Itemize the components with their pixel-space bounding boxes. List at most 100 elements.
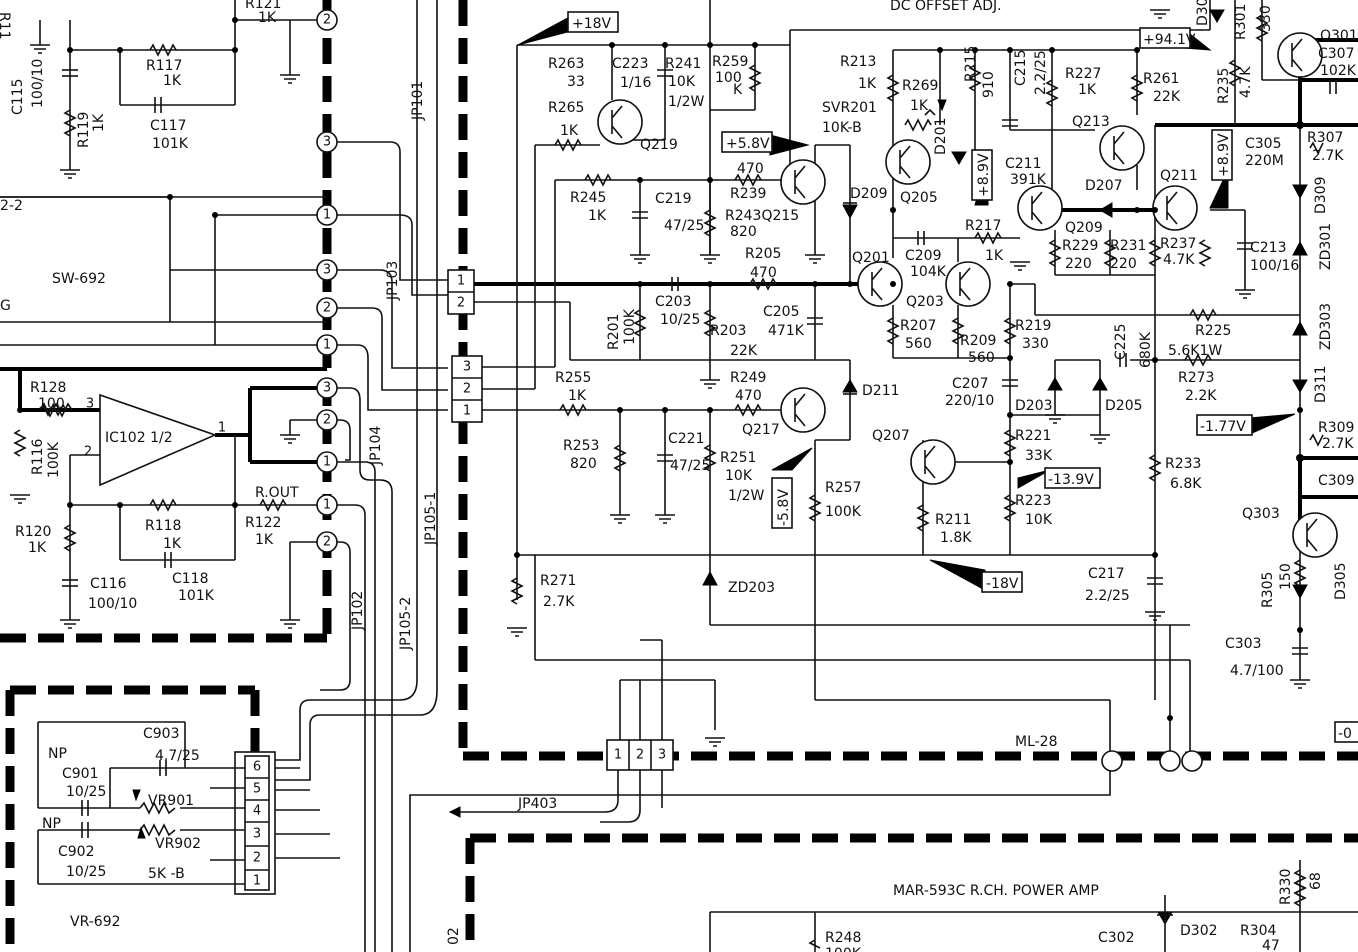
r271v-label: 2.7K (543, 594, 575, 610)
right-components (507, 9, 1358, 952)
zd203-zener (702, 570, 718, 586)
r304-label: R304 (1240, 923, 1277, 939)
r253-label: R253 (563, 438, 599, 454)
c303v-label: 4.7/100 (1230, 663, 1284, 679)
c305v-label: 220M (1245, 153, 1284, 169)
q207-label: Q207 (872, 428, 910, 444)
ml-board-label: ML-28 (1015, 734, 1058, 750)
c209v-label: 104K (910, 264, 947, 280)
net-g: G (0, 298, 11, 314)
r248v-label: 100K (825, 946, 862, 952)
r203-label: R203 (710, 323, 746, 339)
jp105-2-label: JP105-2 (398, 597, 414, 651)
d311-diode (1292, 379, 1308, 393)
q205-transistor (885, 139, 931, 185)
c902v-label: 10/25 (66, 864, 106, 880)
zd303-label: ZD303 (1318, 303, 1334, 350)
r227v-label: 1K (1078, 82, 1097, 98)
jp321-pin-0: 3 (463, 360, 471, 375)
r249-label: R249 (730, 370, 766, 386)
r213-label: R213 (840, 54, 876, 70)
r211v-label: 1.8K (940, 530, 972, 546)
q217-label: Q217 (742, 422, 780, 438)
r211-label: R211 (935, 512, 971, 528)
q303-label: Q303 (1242, 506, 1280, 522)
jp103-label: JP103 (385, 261, 401, 301)
r304v-label: 47 (1262, 938, 1280, 952)
svg-text:-0: -0 (1338, 726, 1352, 742)
d305-label: D305 (1333, 562, 1349, 600)
c305-label: C305 (1245, 136, 1282, 152)
q203-label: Q203 (906, 294, 944, 310)
sw-pin-1: 3 (323, 135, 331, 150)
r235-label: R235 (1216, 68, 1232, 104)
d203-diode (1047, 377, 1063, 391)
svg-text:+94.1V: +94.1V (1143, 32, 1196, 48)
r257-label: R257 (825, 480, 861, 496)
vr-pin-2: 4 (253, 804, 261, 819)
voltage-minus139: -13.9V (1044, 467, 1101, 489)
voltage-plus89b: +8.9V (1211, 129, 1233, 181)
r241-label: R241 (665, 56, 701, 72)
r255v-label: 1K (568, 388, 587, 404)
svg-text:+18V: +18V (572, 16, 612, 32)
left-wires (0, 0, 448, 952)
sw-pin-8: 1 (323, 455, 331, 470)
c211v-label: 391K (1010, 172, 1047, 188)
c115-label: C115 (10, 79, 26, 116)
r219-label: R219 (1015, 318, 1051, 334)
r249v-label: 470 (735, 388, 762, 404)
voltage-plus94: +94.1V (1139, 27, 1196, 49)
left-components (10, 17, 300, 629)
vr-board-label: VR-692 (70, 914, 121, 930)
flag-minus177 (1249, 413, 1296, 435)
r221v-label: 33K (1025, 448, 1053, 464)
c225-label: C225 (1113, 324, 1129, 361)
jp403-label: JP403 (517, 796, 557, 812)
left02-label: 02 (446, 927, 462, 945)
net-rout: R.OUT (255, 485, 299, 501)
q209-label: Q209 (1065, 220, 1103, 236)
r251v-label: 10K (725, 468, 753, 484)
svg-text:-18V: -18V (986, 576, 1019, 592)
r253v-label: 820 (570, 456, 597, 472)
jp101-label: JP101 (410, 81, 426, 121)
r122v-label: 1K (255, 532, 274, 548)
c217-label: C217 (1088, 566, 1125, 582)
c209-label: C209 (905, 248, 942, 264)
jp104-label: JP104 (368, 426, 384, 466)
jp321-pin-2: 1 (463, 404, 471, 419)
r243-label: R243Q215 (725, 208, 799, 224)
sw-pin-2: 1 (323, 208, 331, 223)
r330-label: R330 (1278, 869, 1294, 905)
vr902-label: VR902 (155, 836, 201, 852)
c213-label: C213 (1250, 240, 1287, 256)
sw-pin-9: 1 (323, 498, 331, 513)
c903v-label: 4.7/25 (155, 748, 200, 764)
net-2-2: 2-2 (0, 198, 23, 214)
r213v-label: 1K (858, 76, 877, 92)
np2-label: NP (42, 816, 61, 832)
r227-label: R227 (1065, 66, 1101, 82)
r122-label: R122 (245, 515, 281, 531)
r209v-label: 560 (968, 350, 995, 366)
q211-label: Q211 (1160, 168, 1198, 184)
voltage-plus5-8: +5.8V (721, 131, 773, 153)
r265-label: R265 (548, 100, 584, 116)
c116-label: C116 (90, 576, 127, 592)
q213-transistor (1099, 125, 1145, 171)
r239-label: R239 (730, 186, 766, 202)
c115v-label: 100/10 (30, 59, 46, 108)
dc-offset-title: DC OFFSET ADJ. (890, 0, 1002, 14)
q219-transistor (597, 99, 643, 145)
r259v-label: 100 (715, 70, 742, 86)
r201-label: R201 (606, 314, 622, 350)
r111-label: R11 (0, 12, 12, 40)
r128-label: R128 (30, 380, 66, 396)
r120v-label: 1K (28, 540, 47, 556)
r263-label: R263 (548, 56, 584, 72)
c902-label: C902 (58, 844, 95, 860)
r219v-label: 330 (1022, 336, 1049, 352)
r120-label: R120 (15, 524, 51, 540)
r269v-label: 1K (910, 98, 929, 114)
